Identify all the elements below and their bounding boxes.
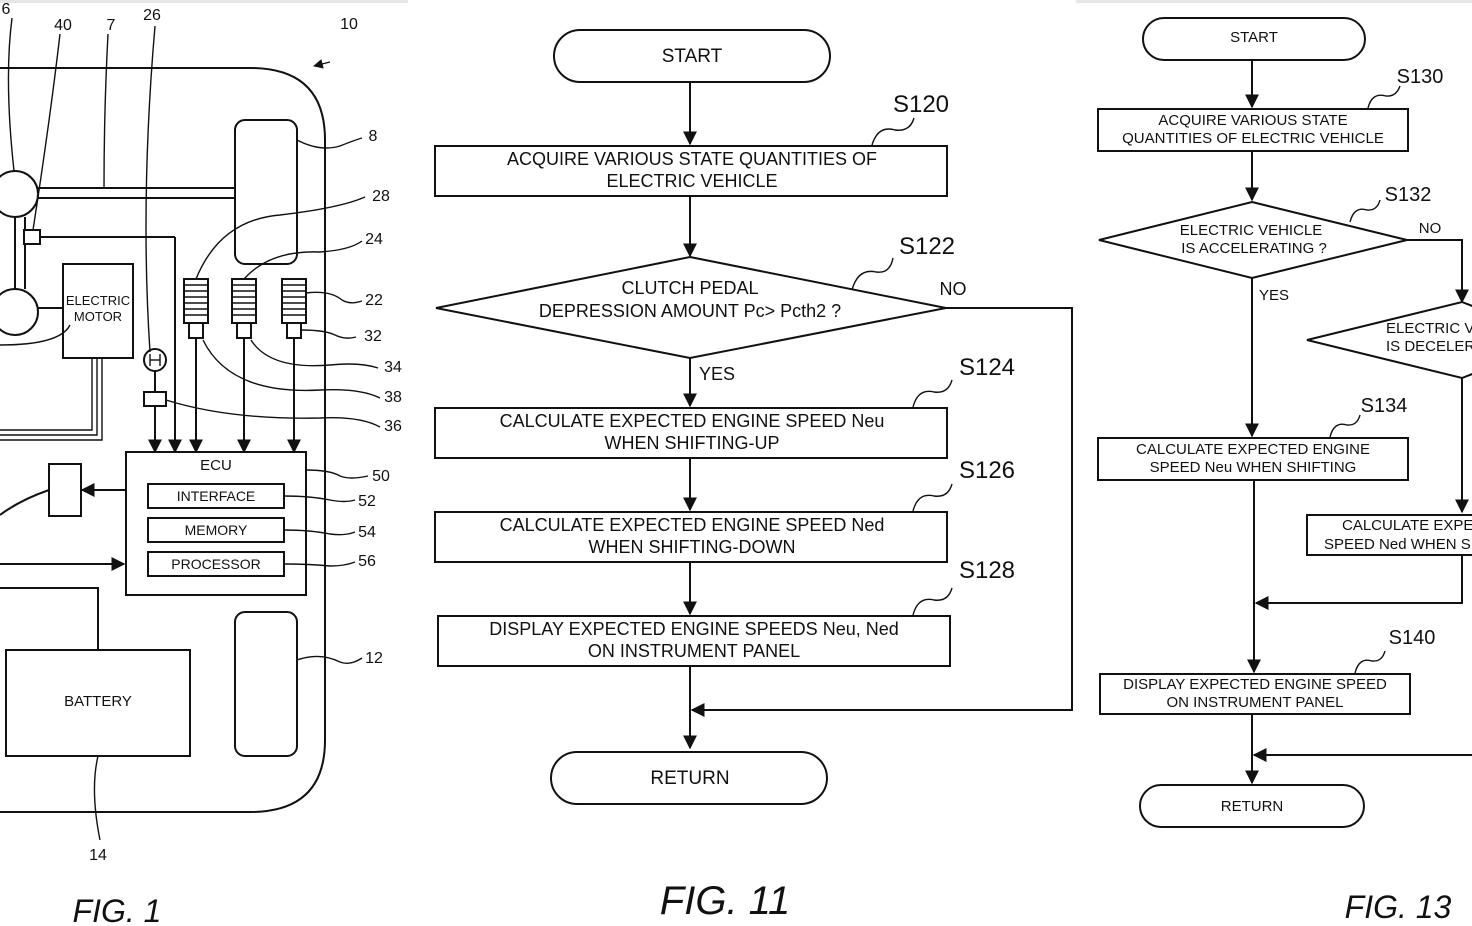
wheel-12 [234, 611, 298, 757]
electric-motor-label-2: MOTOR [74, 309, 122, 324]
ref-28: 28 [372, 188, 390, 205]
fig13-s140-line2: ON INSTRUMENT PANEL [1167, 694, 1344, 711]
battery-box [5, 649, 191, 757]
fig13-s134-line1: CALCULATE EXPECTED ENGINE [1136, 441, 1370, 458]
fig11-s122-line1: CLUTCH PEDAL [621, 278, 758, 298]
processor-label: PROCESSOR [171, 556, 260, 572]
fig13-return-terminal [1139, 784, 1365, 828]
fig11-s128-line2: ON INSTRUMENT PANEL [588, 641, 800, 661]
fig11-s126-line1: CALCULATE EXPECTED ENGINE SPEED Ned [500, 515, 885, 535]
ref-50: 50 [372, 468, 390, 485]
fig13-s132-line1: ELECTRIC VEHICLE [1180, 222, 1323, 239]
ref-8: 8 [369, 128, 378, 145]
fig11-yes-label: YES [699, 364, 735, 384]
fig11-s126-label: S126 [959, 457, 1015, 484]
fig11-return-terminal [550, 751, 828, 805]
fig13-s134-line2: SPEED Neu WHEN SHIFTING [1150, 459, 1357, 476]
fig11-s122-label: S122 [899, 233, 955, 260]
fig11-s126-line2: WHEN SHIFTING-DOWN [589, 537, 796, 557]
pedal-28 [183, 278, 209, 454]
ref-34: 34 [384, 359, 402, 376]
shift-sensor-36 [143, 391, 167, 407]
electric-motor-label-1: ELECTRIC [66, 293, 130, 308]
fig13-s134-label: S134 [1361, 395, 1408, 417]
fig13-s136-line1: ELECTRIC V [1386, 320, 1472, 337]
ref-32: 32 [364, 328, 382, 345]
gear-circle-bottom [0, 288, 39, 336]
fig11-s120-line2: ELECTRIC VEHICLE [606, 171, 777, 191]
battery-label: BATTERY [64, 693, 132, 710]
fig13-start-terminal [1142, 17, 1366, 61]
wheel-8 [234, 119, 298, 265]
fig11-s124-box [434, 407, 948, 459]
fig13-s132-label: S132 [1385, 184, 1432, 206]
ref-40: 40 [54, 17, 72, 34]
fig11-no-label: NO [940, 279, 967, 299]
fig13-s130-line2: QUANTITIES OF ELECTRIC VEHICLE [1122, 130, 1384, 147]
fig13-s140-line1: DISPLAY EXPECTED ENGINE SPEED [1123, 676, 1387, 693]
ref-7: 7 [107, 17, 116, 34]
gear-circle-top [0, 170, 39, 218]
electric-motor-box [62, 263, 134, 359]
ref-6: 6 [2, 1, 11, 18]
ref-38: 38 [384, 389, 402, 406]
sensor-40 [23, 229, 41, 245]
ref-24: 24 [365, 231, 383, 248]
fig11-return-label: RETURN [650, 768, 729, 789]
ref-14: 14 [89, 847, 107, 864]
fig1-diagram: ELECTRIC MOTOR [0, 1, 402, 926]
ref-56: 56 [358, 553, 376, 570]
fig11-s122-line2: DEPRESSION AMOUNT Pc> Pcth2 ? [539, 301, 841, 321]
fig1-caption: FIG. 1 [73, 893, 162, 926]
ecu-label: ECU [200, 457, 232, 474]
fig11-s124-line1: CALCULATE EXPECTED ENGINE SPEED Neu [500, 411, 885, 431]
fig13-s132-line2: IS ACCELERATING ? [1181, 240, 1327, 257]
ref-10: 10 [340, 16, 358, 33]
fig13-return-label: RETURN [1221, 798, 1284, 815]
fig13-s130-line1: ACQUIRE VARIOUS STATE [1158, 112, 1347, 129]
vehicle-body-outline [0, 67, 326, 813]
fig11-s120-line1: ACQUIRE VARIOUS STATE QUANTITIES OF [507, 149, 877, 169]
fig11-s120-label: S120 [893, 91, 949, 118]
pedal-24 [231, 278, 257, 454]
ref-54: 54 [358, 524, 376, 541]
pedal-22 [281, 278, 307, 454]
fig11-s128-box [437, 615, 951, 667]
memory-box [147, 517, 285, 543]
ref-26: 26 [143, 7, 161, 24]
fig11-s124-line2: WHEN SHIFTING-UP [605, 433, 780, 453]
fig13-s130-box [1097, 108, 1409, 152]
fig13-s136-line2: IS DECELER [1386, 338, 1472, 355]
fig13-s130-label: S130 [1397, 66, 1444, 88]
interface-box [147, 483, 285, 509]
fig11-caption: FIG. 11 [660, 879, 790, 923]
memory-label: MEMORY [185, 522, 248, 538]
ref-52: 52 [358, 493, 376, 510]
fig11-s128-label: S128 [959, 557, 1015, 584]
inverter-box [48, 463, 82, 517]
fig13-yes-label: YES [1259, 287, 1289, 304]
ref-12: 12 [365, 650, 383, 667]
fig13-caption: FIG. 13 [1345, 889, 1452, 925]
interface-label: INTERFACE [177, 488, 256, 504]
fig13-s140-box [1099, 673, 1411, 715]
fig11-s128-line1: DISPLAY EXPECTED ENGINE SPEEDS Neu, Ned [489, 619, 898, 639]
fig11-start-label: START [662, 46, 723, 67]
fig13-s138-line1: CALCULATE EXPE [1342, 517, 1472, 534]
ref-36: 36 [384, 418, 402, 435]
fig13-s138-box-partial [1306, 514, 1472, 556]
processor-box [147, 551, 285, 577]
fig13-flowchart: START ACQUIRE VARIOUS STATE QUANTITIES O… [1097, 17, 1472, 925]
fig11-start-terminal [553, 29, 831, 83]
fig13-s138-line2: SPEED Ned WHEN S [1324, 536, 1471, 553]
fig13-no-label: NO [1419, 220, 1442, 237]
fig13-start-label: START [1230, 29, 1278, 46]
ref-22: 22 [365, 292, 383, 309]
fig11-s120-box [434, 145, 948, 197]
fig11-s124-label: S124 [959, 354, 1015, 381]
fig11-flowchart: START ACQUIRE VARIOUS STATE QUANTITIES O… [434, 29, 1073, 923]
fig13-s140-label: S140 [1389, 627, 1436, 649]
